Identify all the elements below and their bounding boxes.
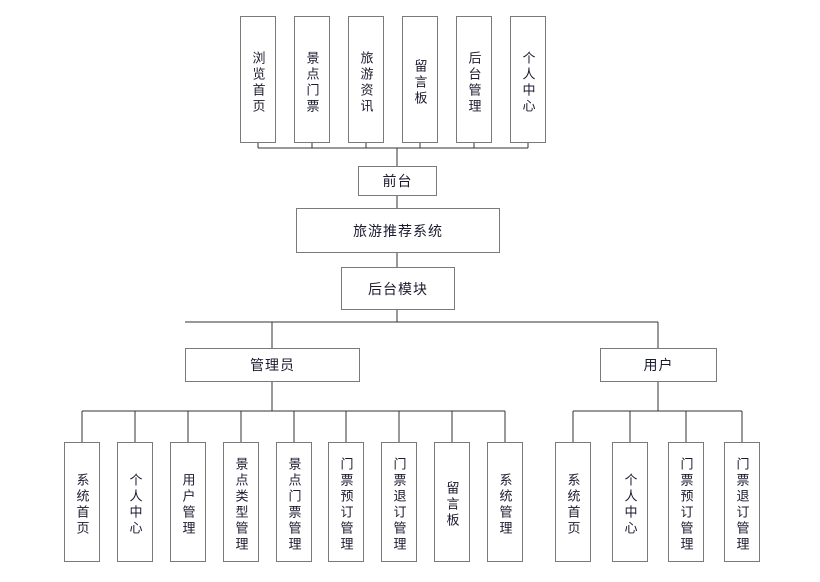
- user-item-3-label: 门票退订管理: [734, 457, 750, 553]
- frontend-item-3[interactable]: 留言板: [402, 16, 438, 143]
- backend-node[interactable]: 后台模块: [341, 267, 455, 310]
- frontend-item-5-label: 个人中心: [520, 50, 536, 115]
- frontend-node-label: 前台: [382, 173, 413, 189]
- user-item-1[interactable]: 个人中心: [612, 442, 648, 562]
- admin-item-4-label: 景点门票管理: [286, 457, 302, 553]
- admin-item-0-label: 系统首页: [74, 473, 90, 537]
- admin-item-3-label: 景点类型管理: [233, 457, 249, 553]
- user-item-0-label: 系统首页: [565, 473, 581, 537]
- branch-user[interactable]: 用户: [600, 348, 717, 382]
- user-item-3[interactable]: 门票退订管理: [724, 442, 760, 562]
- frontend-item-4-label: 后台管理: [466, 50, 482, 115]
- branch-administrator-label: 管理员: [250, 357, 295, 373]
- frontend-item-2-label: 旅游资讯: [358, 50, 374, 115]
- backend-node-label: 后台模块: [368, 280, 428, 297]
- admin-item-8[interactable]: 系统管理: [487, 442, 523, 562]
- frontend-item-0[interactable]: 浏览首页: [240, 16, 276, 143]
- admin-item-4[interactable]: 景点门票管理: [276, 442, 312, 562]
- frontend-item-5[interactable]: 个人中心: [510, 16, 546, 143]
- frontend-item-3-label: 留言板: [412, 58, 428, 107]
- frontend-item-1[interactable]: 景点门票: [294, 16, 330, 143]
- user-item-2[interactable]: 门票预订管理: [668, 442, 704, 562]
- admin-item-2[interactable]: 用户管理: [170, 442, 206, 562]
- frontend-item-1-label: 景点门票: [304, 50, 320, 115]
- root-node-label: 旅游推荐系统: [353, 222, 443, 239]
- admin-item-6-label: 门票退订管理: [391, 457, 407, 553]
- admin-item-5-label: 门票预订管理: [338, 457, 354, 553]
- admin-item-7-label: 留言板: [444, 481, 460, 529]
- admin-item-7[interactable]: 留言板: [434, 442, 470, 562]
- admin-item-3[interactable]: 景点类型管理: [223, 442, 259, 562]
- frontend-item-0-label: 浏览首页: [250, 50, 266, 115]
- frontend-item-2[interactable]: 旅游资讯: [348, 16, 384, 143]
- branch-administrator[interactable]: 管理员: [185, 348, 360, 382]
- admin-item-6[interactable]: 门票退订管理: [381, 442, 417, 562]
- admin-item-5[interactable]: 门票预订管理: [328, 442, 364, 562]
- user-item-0[interactable]: 系统首页: [555, 442, 591, 562]
- admin-item-2-label: 用户管理: [180, 473, 196, 537]
- root-node[interactable]: 旅游推荐系统: [296, 208, 500, 253]
- admin-item-1[interactable]: 个人中心: [117, 442, 153, 562]
- user-item-2-label: 门票预订管理: [678, 457, 694, 553]
- frontend-item-4[interactable]: 后台管理: [456, 16, 492, 143]
- branch-user-label: 用户: [643, 357, 674, 373]
- user-item-1-label: 个人中心: [622, 473, 638, 537]
- admin-item-0[interactable]: 系统首页: [64, 442, 100, 562]
- frontend-node[interactable]: 前台: [358, 166, 437, 196]
- admin-item-1-label: 个人中心: [127, 473, 143, 537]
- admin-item-8-label: 系统管理: [497, 473, 513, 537]
